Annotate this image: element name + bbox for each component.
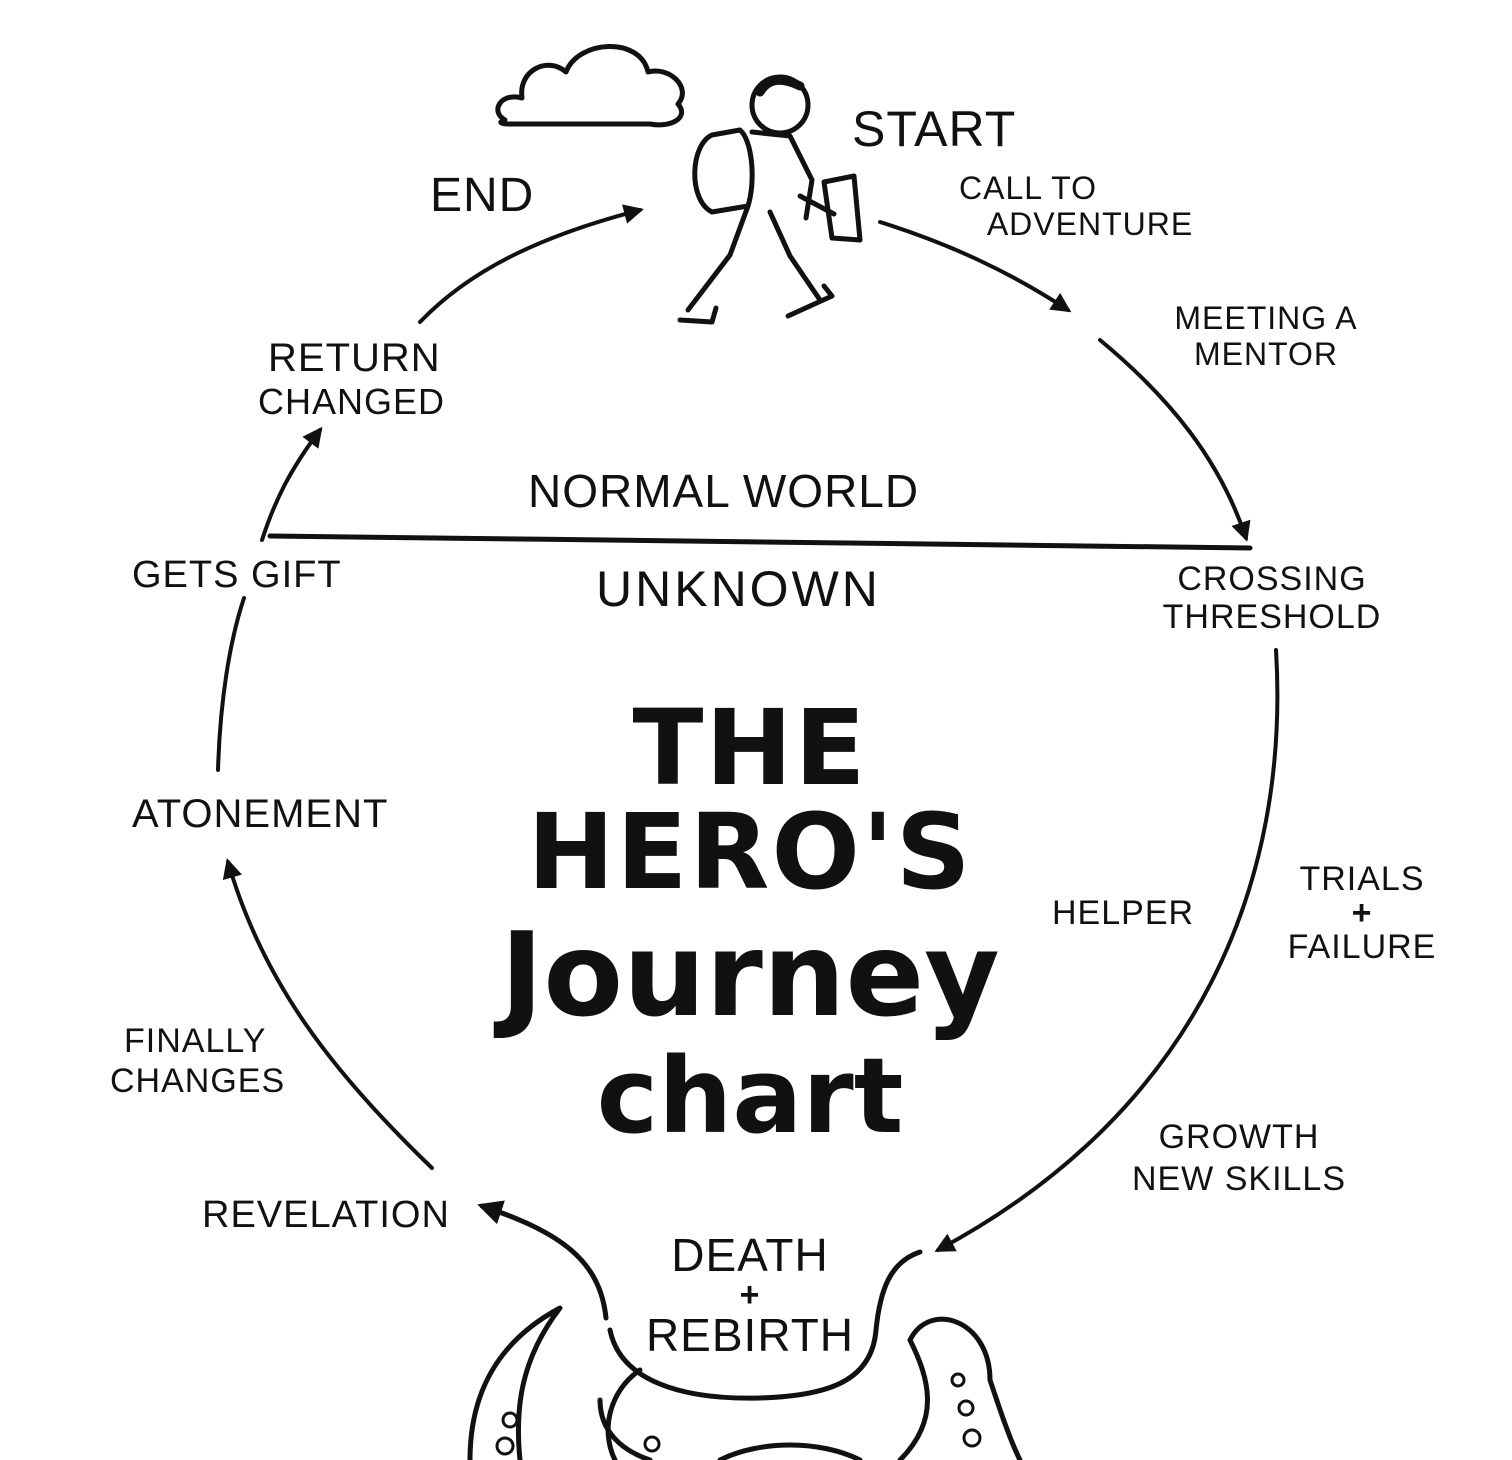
title-line3: chart [596, 1035, 904, 1157]
label-death-line1: DEATH [671, 1229, 829, 1281]
label-return-line1: RETURN [268, 336, 441, 380]
arrow-revelation-to-atonement [222, 858, 434, 1170]
arrow-end-to-start [418, 204, 644, 324]
label-unknown: UNKNOWN [596, 561, 881, 617]
hiker-figure-icon [677, 74, 863, 325]
tentacle-monster-icon [467, 1249, 1023, 1460]
arrow-mentor-to-threshold [1098, 338, 1251, 542]
label-finally-changes: FINALLY CHANGES [110, 1024, 285, 1098]
label-death-line2: + [739, 1276, 761, 1314]
cloud-icon [495, 44, 685, 128]
label-normal-world: NORMAL WORLD [528, 465, 920, 517]
label-end: END [430, 169, 535, 222]
diagram-title: The Hero's Journey chart [440, 696, 1060, 1148]
label-threshold-line1: CROSSING [1177, 560, 1367, 598]
label-death-line3: REBIRTH [645, 1309, 855, 1361]
label-call-line2: ADVENTURE [986, 206, 1194, 242]
label-mentor-line1: MEETING A [1174, 300, 1358, 336]
label-trials-line2: + [1351, 894, 1373, 932]
arrow-trials-to-death [934, 648, 1280, 1252]
label-trials-line1: TRIALS [1299, 860, 1425, 898]
label-trials-line3: FAILURE [1287, 928, 1437, 966]
label-finally-line1: FINALLY [124, 1022, 267, 1060]
label-return-changed: RETURN CHANGED [258, 338, 445, 420]
arrow-atonement-to-gift [216, 596, 246, 772]
label-growth: GROWTH NEW SKILLS [1104, 1120, 1374, 1196]
arrow-death-to-revelation [477, 1200, 609, 1321]
label-finally-line2: CHANGES [110, 1062, 286, 1100]
label-return-line2: CHANGED [258, 381, 446, 422]
title-line1: The Hero's [527, 687, 973, 913]
label-death-rebirth: DEATH + REBIRTH [632, 1232, 868, 1358]
label-mentor-line2: MENTOR [1193, 336, 1339, 372]
label-crossing-threshold: CROSSING THRESHOLD [1150, 562, 1394, 634]
label-gets-gift: GETS GIFT [132, 554, 342, 596]
label-start: START [852, 101, 1017, 157]
world-divider-line [267, 533, 1253, 551]
title-line2: Journey [500, 908, 1000, 1043]
label-growth-line1: GROWTH [1158, 1118, 1320, 1156]
label-trials-failure: TRIALS + FAILURE [1270, 862, 1454, 964]
label-growth-line2: NEW SKILLS [1131, 1160, 1347, 1198]
label-atonement: ATONEMENT [132, 792, 389, 836]
label-threshold-line2: THRESHOLD [1162, 598, 1382, 636]
arrow-call-to-adventure [878, 220, 1072, 313]
label-helper: HELPER [1052, 894, 1195, 932]
label-meeting-mentor: MEETING A MENTOR [1148, 302, 1384, 370]
label-call-line1: CAll TO [959, 170, 1098, 206]
label-call-to-adventure: CAll TO ADVENTURE [955, 172, 1225, 240]
label-revelation: REVELATION [202, 1194, 450, 1236]
arrow-gift-to-return [260, 426, 323, 542]
